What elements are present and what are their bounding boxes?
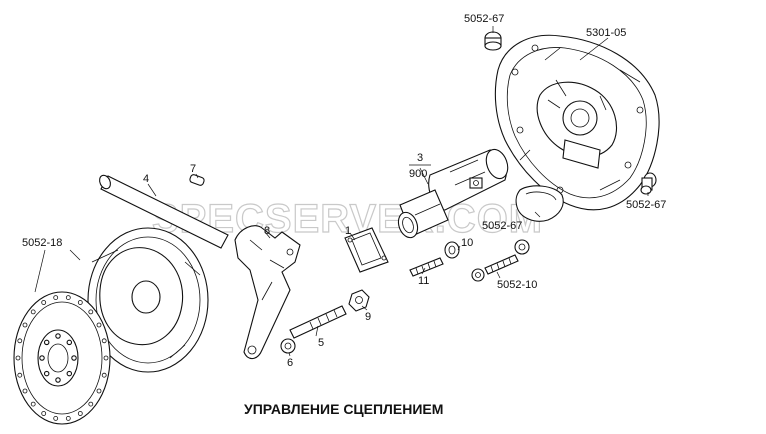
label-nut-9: 9 xyxy=(365,311,371,323)
hub-spring xyxy=(66,370,73,377)
disc-rivet xyxy=(15,355,21,361)
disc-rivet xyxy=(88,401,94,407)
disc-rivet xyxy=(101,372,107,378)
label-pin: 7 xyxy=(190,163,196,175)
label-stud: 5052-10 xyxy=(497,279,537,291)
release-cylinder xyxy=(397,148,509,239)
disc-rivet xyxy=(88,309,94,315)
disc-rivet xyxy=(53,295,59,301)
label-cap-right: 5052-67 xyxy=(626,199,666,211)
label-housing: 5301-05 xyxy=(586,27,626,39)
disc-rivet xyxy=(65,415,71,421)
label-fork: 8 xyxy=(264,225,270,237)
plug-cap-mid xyxy=(515,185,564,222)
label-gasket: 1 xyxy=(345,225,351,237)
disc-rivet xyxy=(41,411,47,416)
disc-rivet xyxy=(30,309,36,315)
nut-9 xyxy=(348,289,370,312)
label-stud-11: 11 xyxy=(418,275,429,287)
plug-cap-right xyxy=(640,172,657,195)
disc-rivet xyxy=(53,415,59,421)
label-cap-top: 5052-67 xyxy=(464,13,504,25)
pin xyxy=(189,174,205,186)
shaft-rod xyxy=(99,174,229,249)
diagram-caption: УПРАВЛЕНИЕ СЦЕПЛЕНИЕМ xyxy=(244,401,443,417)
disc-rivet xyxy=(96,388,102,394)
disc-rivet xyxy=(77,411,83,416)
disc-rivet xyxy=(17,372,23,378)
hub-spring xyxy=(66,339,73,346)
leader-lines xyxy=(34,26,649,357)
disc-rivet xyxy=(96,322,102,328)
gasket xyxy=(344,227,389,273)
label-rod: 4 xyxy=(143,173,149,185)
nut-6 xyxy=(280,338,296,354)
disc-rivet xyxy=(22,388,28,394)
hub-spring xyxy=(55,377,61,383)
hub-spring xyxy=(43,339,50,346)
label-clutch-disc: 5052-18 xyxy=(22,237,62,249)
hub-spring xyxy=(55,333,61,339)
disc-rivet xyxy=(22,322,28,328)
disc-rivet xyxy=(30,401,36,407)
disc-rivet xyxy=(101,338,107,344)
hub-spring xyxy=(39,355,45,361)
pressure-plate xyxy=(87,227,209,373)
disc-rivet xyxy=(41,300,47,305)
clutch-housing xyxy=(494,34,660,211)
hub-spring xyxy=(71,355,77,361)
bolt-5 xyxy=(289,305,347,339)
stud-11 xyxy=(409,257,444,277)
label-cap-mid: 5052-67 xyxy=(482,220,522,232)
label-bolt: 5 xyxy=(318,337,324,349)
label-nut-6: 6 xyxy=(287,357,293,369)
plug-cap-top xyxy=(484,31,502,51)
hub-spring xyxy=(43,370,50,377)
label-ring: 10 xyxy=(461,237,473,249)
label-cylinder-code: 900 xyxy=(409,168,427,180)
disc-rivet xyxy=(17,338,23,344)
disc-rivet xyxy=(103,355,109,361)
ring-10 xyxy=(444,241,460,259)
disc-rivet xyxy=(77,300,83,305)
label-cylinder-number: 3 xyxy=(417,152,423,164)
stud-5052-10 xyxy=(471,239,530,282)
clutch-disc xyxy=(13,291,111,425)
disc-rivet xyxy=(65,295,71,301)
release-fork xyxy=(234,225,301,360)
